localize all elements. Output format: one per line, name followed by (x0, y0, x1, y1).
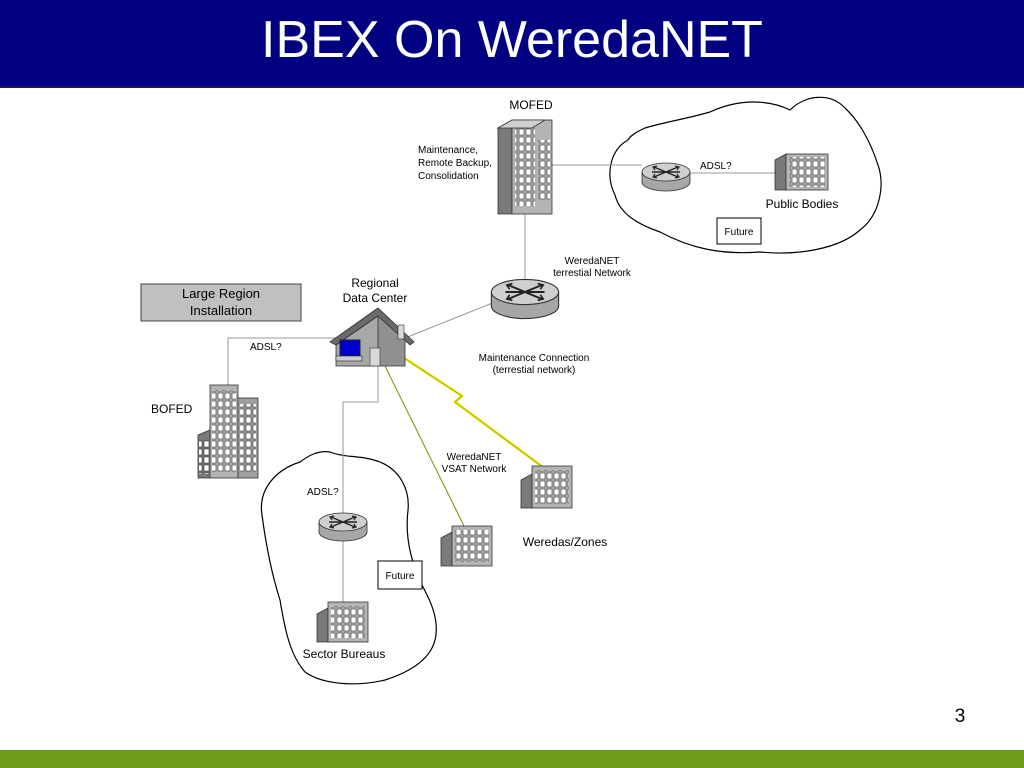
slide-title: IBEX On WeredaNET (261, 11, 763, 69)
sector-router-icon (318, 512, 368, 542)
public-bodies-label: Public Bodies (766, 197, 839, 211)
weredanet-terrestrial-line-1: WeredaNET (565, 256, 620, 267)
future-label-bottom: Future (386, 571, 415, 582)
public-bodies-router-icon (641, 162, 691, 192)
weredas-zones-label: Weredas/Zones (523, 535, 608, 549)
terrestrial-router-icon (490, 278, 560, 320)
link-dc-router (404, 299, 501, 339)
maintenance-line-1: Maintenance, (418, 145, 478, 156)
bottom-bar (0, 750, 1024, 768)
large-region-line-2: Installation (190, 303, 252, 318)
sector-bureaus-cloud (260, 451, 437, 685)
mofed-building-icon (496, 119, 553, 215)
future-box-bottom (377, 560, 423, 590)
future-box-top (716, 217, 762, 245)
sector-bureaus-building-icon (316, 601, 369, 643)
maintenance-line-3: Consolidation (418, 171, 479, 182)
link-vsat-wereda-1 (381, 359, 467, 531)
weredanet-vsat-line-2: VSAT Network (442, 464, 508, 475)
public-bodies-building-icon (774, 153, 829, 191)
page-number: 3 (954, 706, 966, 727)
maintenance-connection-line-1: Maintenance Connection (479, 353, 590, 364)
regional-dc-line-2: Data Center (343, 291, 408, 305)
link-dc-sector (342, 366, 379, 515)
bofed-building-icon (197, 384, 259, 479)
future-label-top: Future (725, 227, 754, 238)
title-bar: IBEX On WeredaNET (0, 0, 1024, 88)
weredanet-vsat-line-1: WeredaNET (447, 452, 502, 463)
wereda-building-1-icon (440, 525, 493, 567)
bofed-label: BOFED (151, 402, 193, 416)
large-region-line-1: Large Region (182, 286, 260, 301)
sector-bureaus-label: Sector Bureaus (303, 647, 386, 661)
maintenance-connection-line-2: (terrestial network) (493, 365, 576, 376)
wereda-building-2-icon (520, 465, 573, 509)
maintenance-line-2: Remote Backup, (418, 158, 492, 169)
large-region-box (140, 283, 302, 322)
regional-dc-line-1: Regional (351, 276, 398, 290)
weredanet-terrestrial-line-2: terrestial Network (553, 268, 632, 279)
link-dc-bofed (227, 337, 335, 385)
public-bodies-cloud (609, 96, 882, 254)
regional-data-center-icon (329, 307, 415, 367)
mofed-label: MOFED (509, 98, 553, 112)
adsl-sector-label: ADSL? (307, 487, 339, 498)
adsl-public-label: ADSL? (700, 161, 732, 172)
adsl-bofed-label: ADSL? (250, 342, 282, 353)
